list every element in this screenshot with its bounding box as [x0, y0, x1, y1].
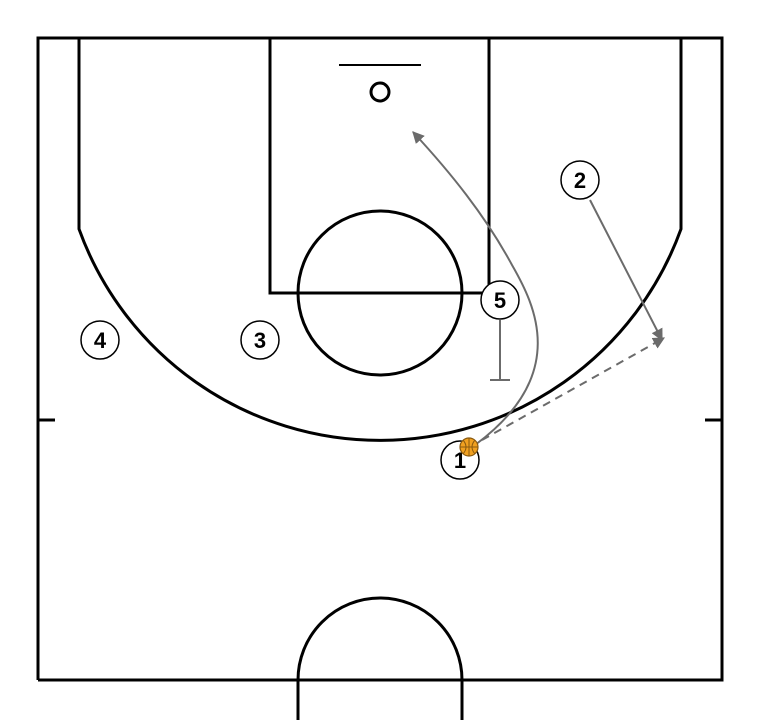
player-2[interactable]: 2 [560, 160, 600, 200]
center-circle [296, 596, 464, 720]
rim-icon [369, 81, 391, 103]
court-lines [36, 36, 724, 720]
player-1-cut-arrow [412, 131, 539, 446]
player-2-label: 2 [574, 168, 586, 193]
player-5[interactable]: 5 [480, 280, 520, 320]
player-3-label: 3 [254, 328, 266, 353]
paint-lane [268, 36, 491, 295]
player-2-cut-arrow [589, 199, 663, 342]
basketball-icon [459, 437, 479, 457]
players: 1 2 3 4 5 [80, 160, 600, 480]
court-boundary [36, 36, 724, 682]
player-4-label: 4 [94, 328, 107, 353]
play-actions [412, 131, 666, 446]
player-5-screen [490, 320, 510, 381]
player-5-label: 5 [494, 288, 506, 313]
player-4[interactable]: 4 [80, 320, 120, 360]
pass-arrow-1-to-2 [481, 337, 666, 441]
free-throw-circle [296, 209, 464, 377]
player-3[interactable]: 3 [240, 320, 280, 360]
three-point-line [77, 38, 683, 442]
